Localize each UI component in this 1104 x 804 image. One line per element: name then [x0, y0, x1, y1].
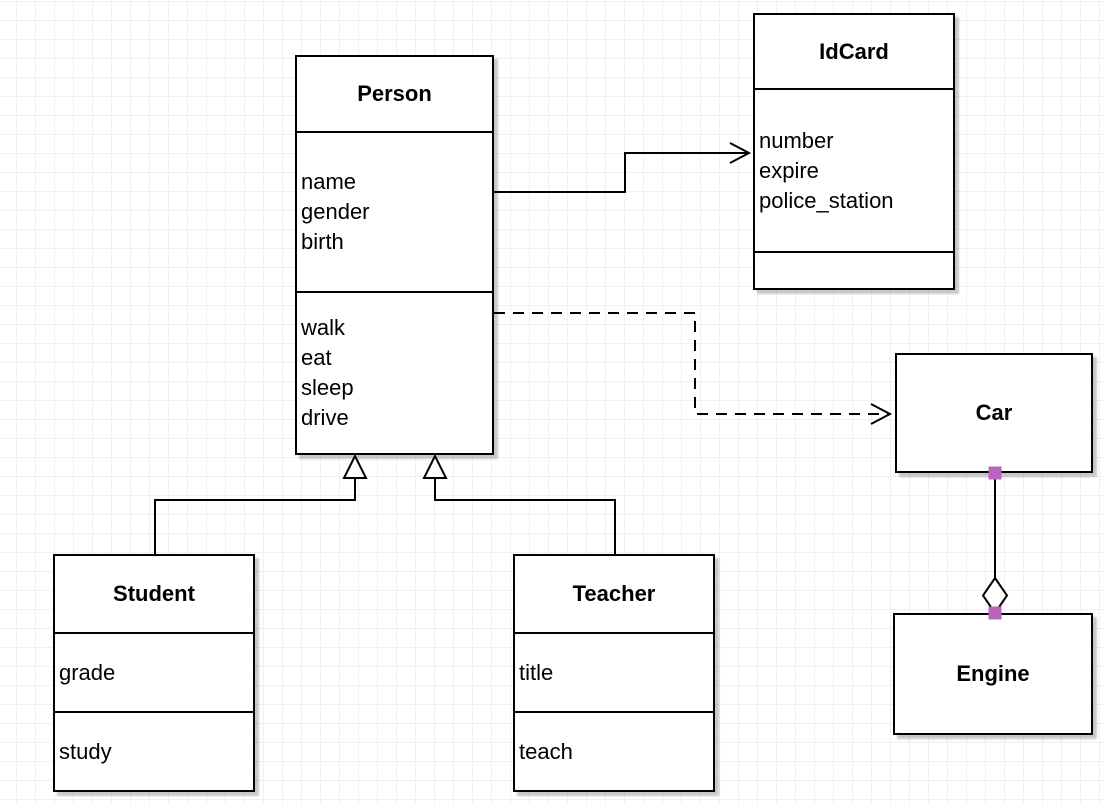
- edge-student-person-line[interactable]: [154, 478, 356, 554]
- class-attribute: police_station: [759, 187, 894, 213]
- class-teacher-methods: teach: [515, 711, 713, 790]
- class-car-title: Car: [975, 400, 1013, 425]
- open-arrowhead-icon: [729, 142, 752, 164]
- class-attribute: name: [301, 169, 357, 194]
- class-teacher[interactable]: Teacher title teach: [513, 554, 715, 792]
- class-method: sleep: [301, 375, 354, 400]
- class-method: study: [59, 738, 112, 764]
- class-person-attributes: name gender birth: [297, 131, 492, 291]
- class-idcard-methods: [755, 251, 953, 288]
- class-student-title: Student: [113, 581, 195, 606]
- class-attribute: birth: [301, 229, 344, 254]
- class-engine[interactable]: Engine: [893, 613, 1093, 735]
- class-idcard-attributes: number expire police_station: [755, 88, 953, 251]
- aggregation-diamond-icon: [981, 576, 1009, 615]
- class-person[interactable]: Person name gender birth walk eat sleep …: [295, 55, 494, 455]
- class-method: eat: [301, 345, 332, 370]
- class-teacher-title: Teacher: [572, 581, 656, 606]
- class-attribute: title: [519, 659, 554, 685]
- class-method: teach: [519, 738, 573, 764]
- class-student[interactable]: Student grade study: [53, 554, 255, 792]
- class-attribute: expire: [759, 157, 819, 183]
- class-attribute: number: [759, 127, 834, 153]
- open-arrowhead-icon: [870, 403, 893, 425]
- class-car[interactable]: Car: [895, 353, 1093, 473]
- class-attribute: gender: [301, 199, 370, 224]
- edge-car-engine[interactable]: [981, 466, 1009, 620]
- edge-student-person[interactable]: [154, 453, 368, 554]
- edge-teacher-person-line[interactable]: [434, 478, 616, 554]
- class-teacher-attributes: title: [515, 632, 713, 711]
- class-person-methods: walk eat sleep drive: [297, 291, 492, 453]
- class-person-title: Person: [357, 81, 432, 106]
- class-student-attributes: grade: [55, 632, 253, 711]
- generalization-triangle-icon: [342, 453, 368, 479]
- edge-person-idcard-line[interactable]: [494, 152, 748, 193]
- edge-person-car[interactable]: [494, 312, 893, 425]
- class-method: walk: [301, 315, 346, 340]
- class-student-methods: study: [55, 711, 253, 790]
- class-idcard[interactable]: IdCard number expire police_station: [753, 13, 955, 290]
- class-method: drive: [301, 405, 349, 430]
- edge-person-car-line[interactable]: [494, 312, 888, 415]
- class-idcard-title: IdCard: [819, 38, 889, 64]
- edge-teacher-person[interactable]: [422, 453, 616, 554]
- class-engine-title: Engine: [956, 661, 1030, 686]
- class-attribute: grade: [59, 659, 116, 685]
- edge-person-idcard[interactable]: [494, 142, 752, 193]
- generalization-triangle-icon: [422, 453, 448, 479]
